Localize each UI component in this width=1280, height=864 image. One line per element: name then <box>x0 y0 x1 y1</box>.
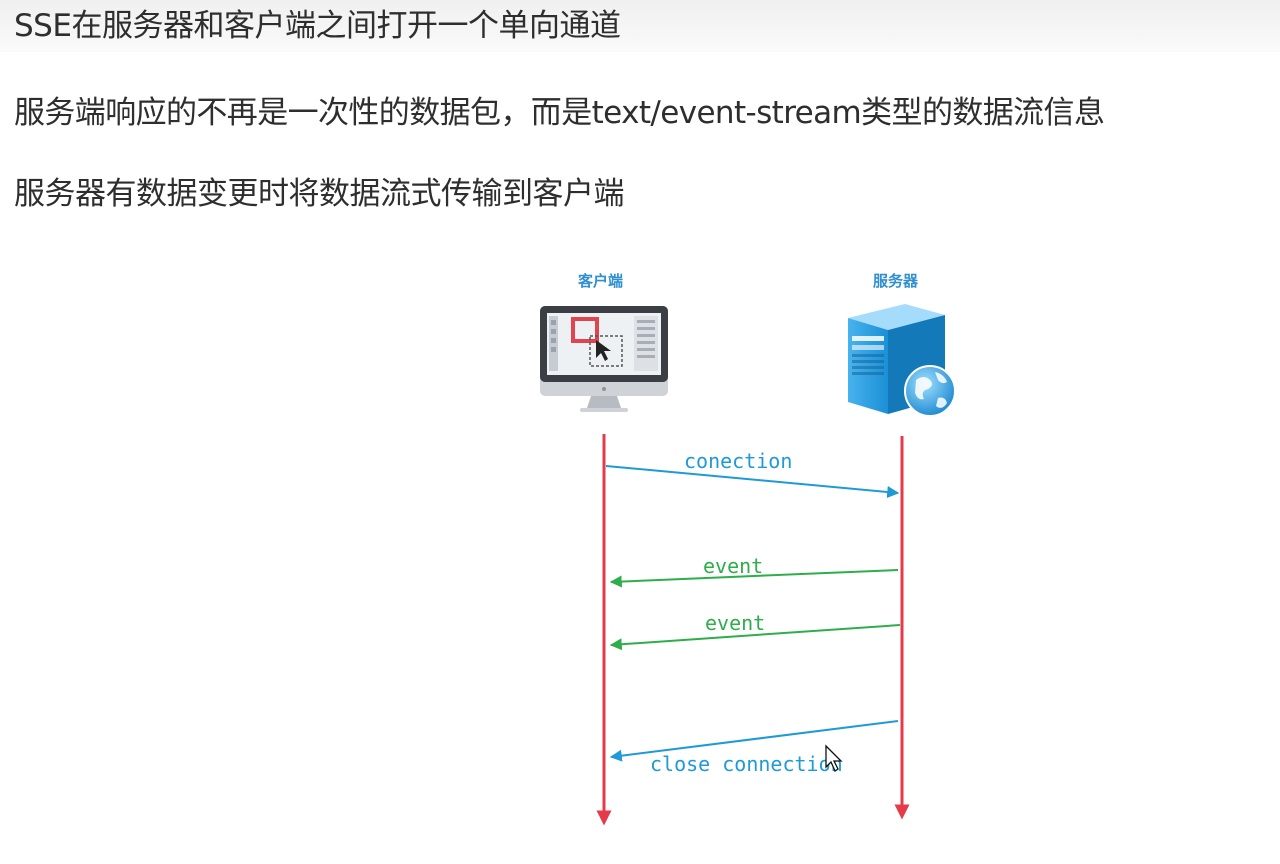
connection-label: conection <box>684 449 792 473</box>
close-connection-arrow <box>609 720 899 762</box>
event-label-2: event <box>705 611 765 635</box>
server-tower-icon <box>848 304 956 417</box>
heading-line-1: SSE在服务器和客户端之间打开一个单向通道 <box>14 8 621 44</box>
event-arrow-2 <box>609 624 901 651</box>
event-arrow-1 <box>609 569 899 588</box>
heading-band <box>0 0 1280 52</box>
close-connection-label: close connection <box>650 752 843 776</box>
connection-arrow <box>605 465 900 498</box>
client-label: 客户端 <box>578 272 624 290</box>
body-line-2: 服务端响应的不再是一次性的数据包，而是text/event-stream类型的数… <box>14 95 1105 131</box>
body-line-3: 服务器有数据变更时将数据流式传输到客户端 <box>14 176 625 212</box>
server-label: 服务器 <box>873 272 919 290</box>
mouse-cursor-icon <box>825 744 843 772</box>
event-label-1: event <box>703 554 763 578</box>
computer-monitor-icon <box>540 306 668 412</box>
